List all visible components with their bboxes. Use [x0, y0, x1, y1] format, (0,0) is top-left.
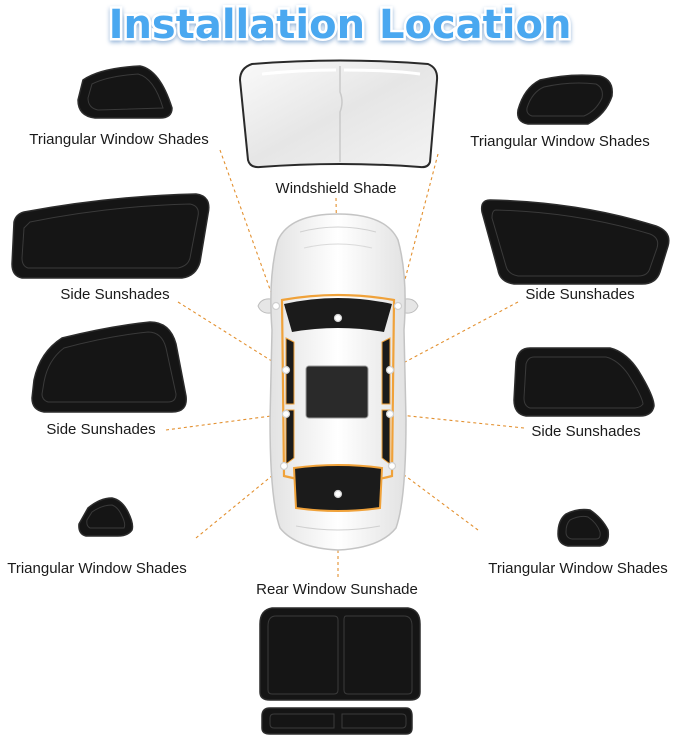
side-rear-right-label: Side Sunshades — [531, 423, 640, 440]
side-sunshade-rear-right-image — [513, 347, 655, 417]
windshield-shade-image — [238, 59, 439, 169]
side-front-left-label: Side Sunshades — [60, 286, 169, 303]
side-sunshade-front-left-image — [11, 193, 210, 279]
triangular-shade-top-right-image — [516, 74, 613, 125]
triangular-shade-top-left-image — [77, 65, 173, 119]
triangular-bottom-right-label: Triangular Window Shades — [488, 560, 668, 577]
triangular-shade-bottom-right-image — [557, 508, 610, 547]
page-title: Installation Location — [109, 2, 572, 48]
windshield-label: Windshield Shade — [276, 180, 397, 197]
side-sunshade-front-right-image — [480, 199, 670, 285]
triangular-top-right-label: Triangular Window Shades — [470, 133, 650, 150]
triangular-bottom-left-label: Triangular Window Shades — [7, 560, 187, 577]
location-dots — [271, 301, 403, 499]
side-rear-left-label: Side Sunshades — [46, 421, 155, 438]
rear-window-sunshade-image — [259, 607, 421, 735]
triangular-top-left-label: Triangular Window Shades — [29, 131, 209, 148]
rear-window-label: Rear Window Sunshade — [256, 581, 418, 598]
triangular-shade-bottom-left-image — [78, 497, 134, 537]
side-front-right-label: Side Sunshades — [525, 286, 634, 303]
car-top-view — [257, 213, 419, 551]
side-sunshade-rear-left-image — [31, 321, 187, 413]
